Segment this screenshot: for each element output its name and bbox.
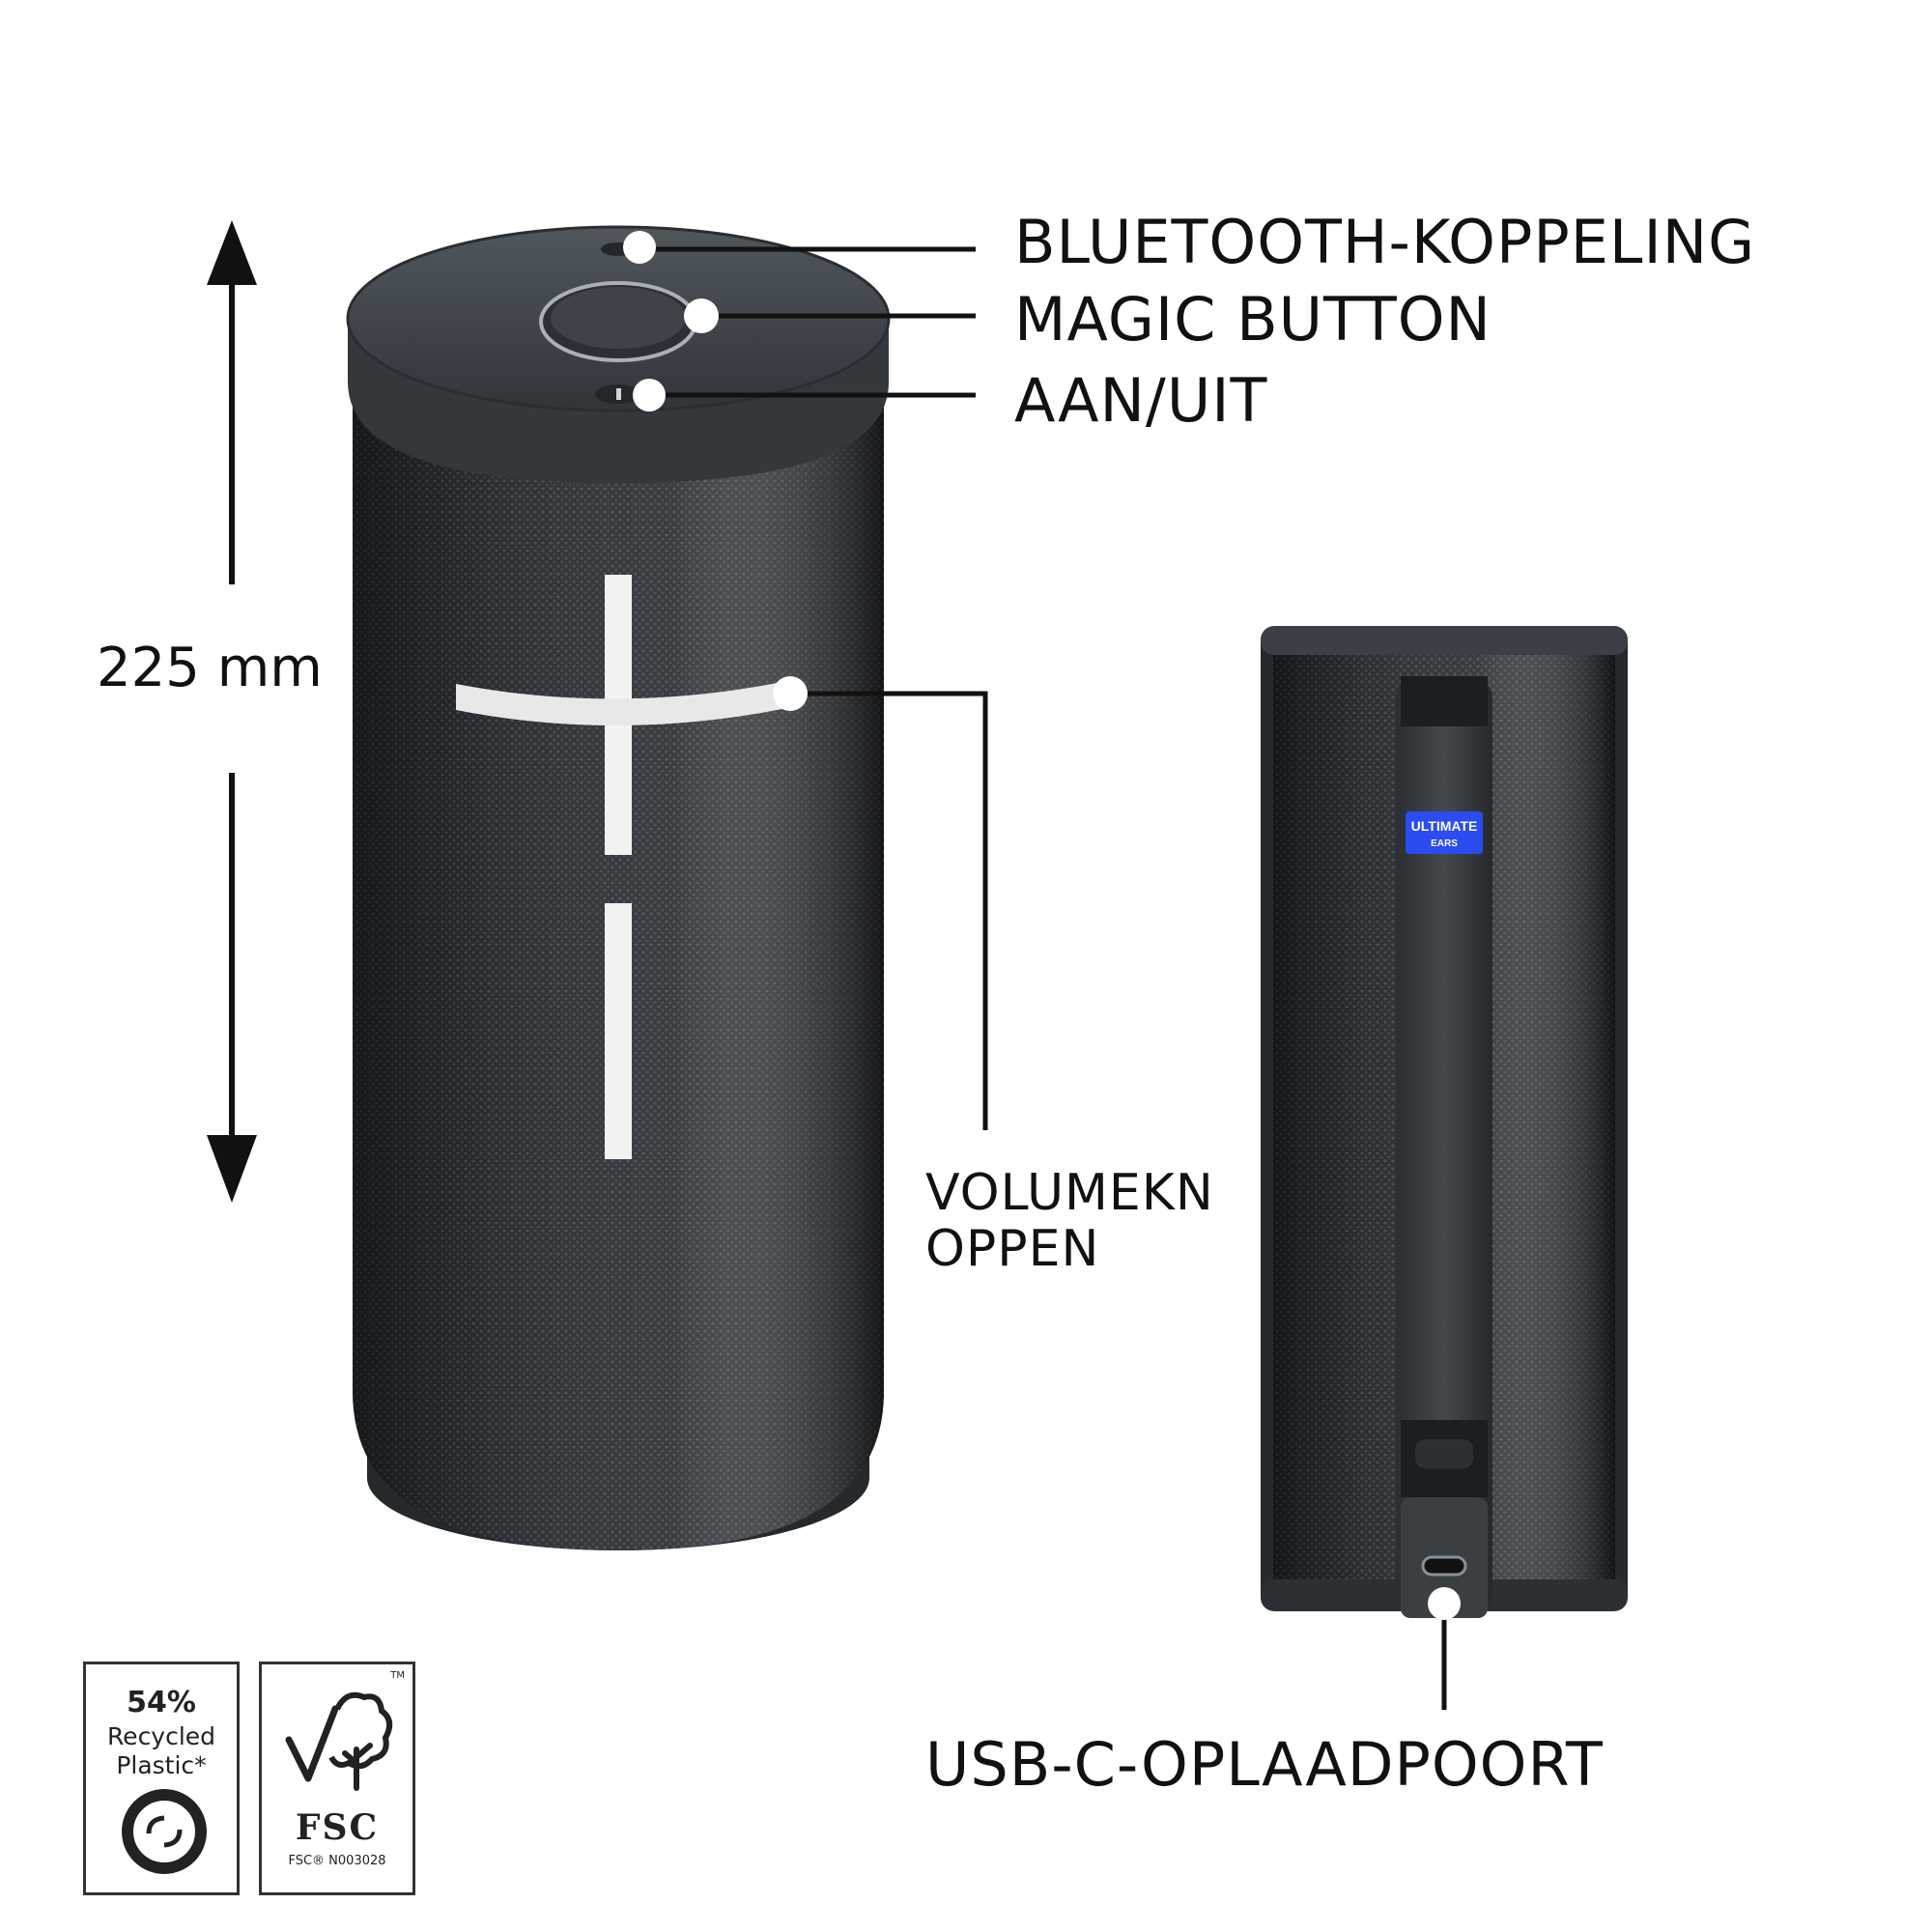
recycle-icon — [122, 1789, 207, 1874]
fsc-badge: TM FSC FSC® N003028 — [259, 1662, 415, 1895]
volume-plus-icon[interactable] — [456, 575, 787, 855]
height-dimension-arrow — [207, 220, 257, 1203]
recycled-percent: 54% — [127, 1686, 196, 1719]
callout-dots — [623, 231, 1461, 1620]
brand-tag: ULTIMATE EARS — [1406, 811, 1483, 854]
callout-leaders — [642, 246, 1447, 1710]
usb-c-callout-dot — [1428, 1587, 1461, 1620]
recycled-line2: Plastic* — [116, 1751, 207, 1779]
height-label: 225 mm — [97, 637, 323, 699]
usb-c-port[interactable] — [1421, 1555, 1467, 1577]
magic-button-label: MAGIC BUTTON — [1014, 284, 1492, 355]
carry-strap[interactable] — [1396, 681, 1492, 1608]
volume-minus-icon[interactable] — [605, 903, 632, 1159]
speaker-front — [346, 225, 891, 1550]
brand-tag-line1: ULTIMATE — [1411, 818, 1478, 834]
bluetooth-label: BLUETOOTH-KOPPELING — [1014, 207, 1756, 277]
power-callout-dot — [633, 379, 666, 412]
volume-label: VOLUMEKN OPPEN — [925, 1164, 1214, 1279]
fsc-mark: FSC — [295, 1807, 380, 1848]
bluetooth-callout-dot — [623, 231, 656, 264]
volume-callout-dot — [773, 676, 808, 711]
usb-c-label: USB-C-OPLAADPOORT — [925, 1729, 1604, 1800]
magic-button-callout-dot — [684, 298, 719, 333]
recycled-plastic-badge: 54% Recycled Plastic* — [83, 1662, 240, 1895]
recycled-line1: Recycled — [106, 1722, 216, 1750]
fsc-code: FSC® N003028 — [288, 1854, 386, 1868]
tree-check-icon — [285, 1691, 393, 1791]
brand-tag-line2: EARS — [1431, 838, 1458, 849]
fsc-trademark: TM — [390, 1670, 405, 1681]
speaker-back: ULTIMATE EARS — [1261, 626, 1628, 1618]
power-label: AAN/UIT — [1014, 365, 1268, 436]
